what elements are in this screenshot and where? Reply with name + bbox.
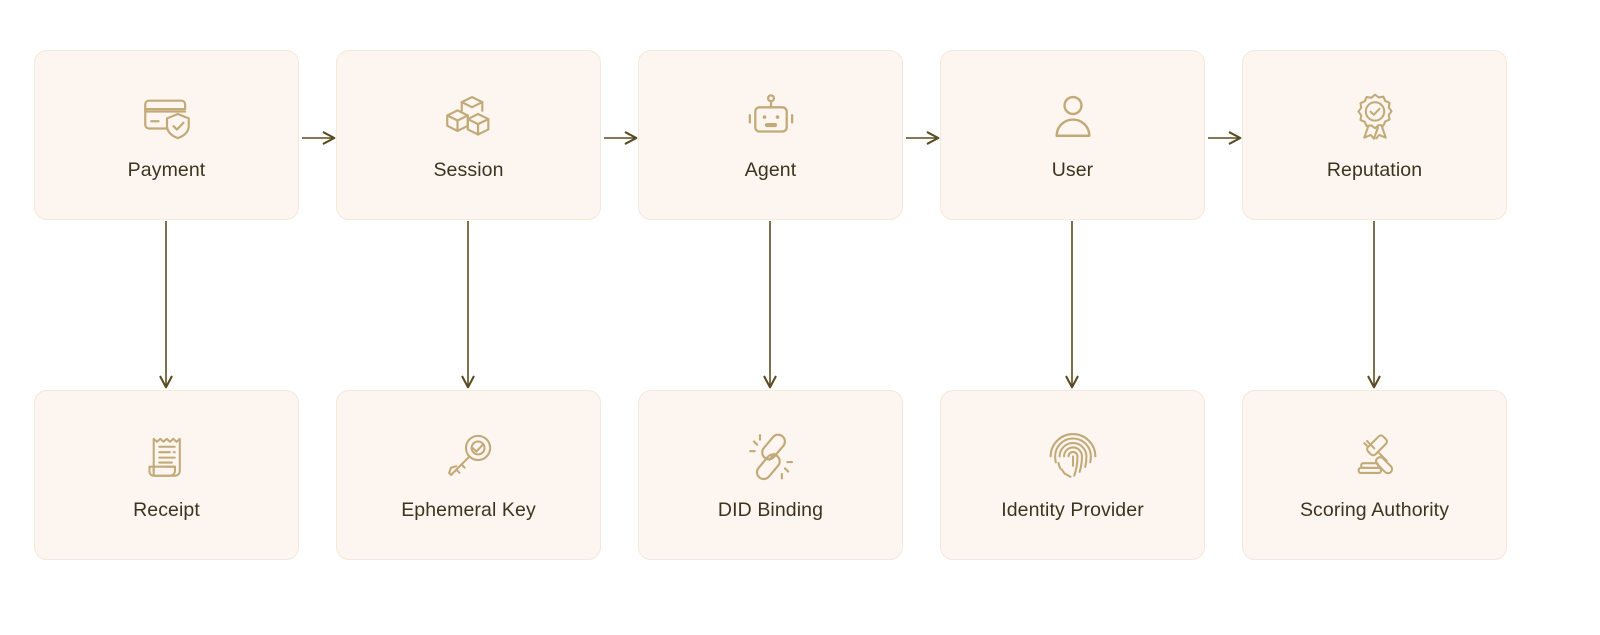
vertical-arrows (159, 221, 1381, 389)
node-user[interactable]: User (940, 50, 1205, 220)
robot-head-icon (742, 88, 800, 146)
node-label: Receipt (133, 499, 200, 522)
user-person-icon (1044, 88, 1102, 146)
node-label: DID Binding (717, 499, 824, 522)
node-agent[interactable]: Agent (638, 50, 903, 220)
node-reputation[interactable]: Reputation (1242, 50, 1507, 220)
node-label: Scoring Authority (1299, 499, 1450, 522)
node-identity-provider[interactable]: Identity Provider (940, 390, 1205, 560)
node-receipt[interactable]: Receipt (34, 390, 299, 560)
node-label: Session (433, 159, 504, 182)
node-payment[interactable]: Payment (34, 50, 299, 220)
gavel-icon (1346, 428, 1404, 486)
award-rosette-check-icon (1346, 88, 1404, 146)
node-label: Reputation (1326, 159, 1423, 182)
credit-card-shield-icon (138, 88, 196, 146)
node-label: Agent (744, 159, 797, 182)
fingerprint-icon (1044, 428, 1102, 486)
node-ephemeral-key[interactable]: Ephemeral Key (336, 390, 601, 560)
key-check-icon (440, 428, 498, 486)
node-label: Payment (127, 159, 206, 182)
node-scoring-authority[interactable]: Scoring Authority (1242, 390, 1507, 560)
node-label: Ephemeral Key (401, 499, 536, 522)
node-label: Identity Provider (1001, 499, 1144, 522)
node-did-binding[interactable]: DID Binding (638, 390, 903, 560)
node-label: User (1051, 159, 1094, 182)
chain-link-sparkle-icon (742, 428, 800, 486)
receipt-icon (138, 428, 196, 486)
node-session[interactable]: Session (336, 50, 601, 220)
boxes-3d-icon (440, 88, 498, 146)
